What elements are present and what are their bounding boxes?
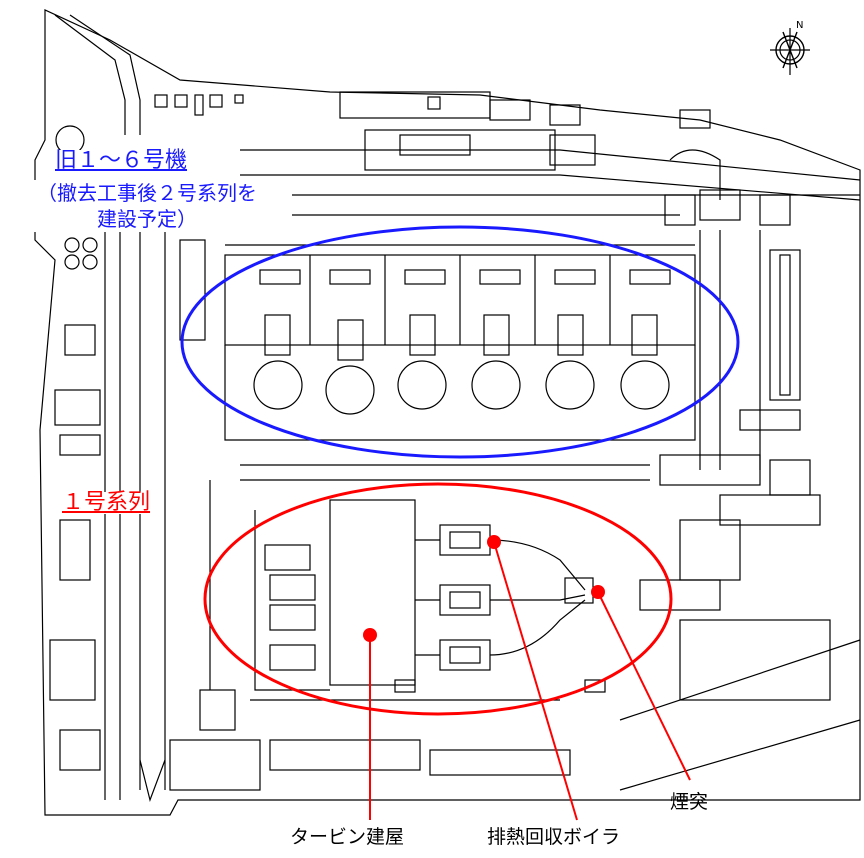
callout-hrsg	[487, 535, 578, 821]
svg-text:N: N	[796, 20, 803, 31]
old-units-note-line1: （撤去工事後２号系列を	[37, 181, 257, 205]
old-units-label: 旧１～６号機	[55, 148, 188, 173]
old-units-ellipse	[180, 225, 740, 459]
callout-turbine	[363, 628, 377, 820]
series1-label: １号系列	[62, 490, 151, 515]
old-units-note: （撤去工事後２号系列を 建設予定）	[2, 180, 292, 232]
plan-linework	[34, 9, 861, 816]
turbine-building-label: タービン建屋	[290, 826, 405, 848]
series1-ellipse	[203, 482, 673, 716]
old-units-note-line2: 建設予定）	[97, 207, 197, 231]
north-arrow-icon: N	[775, 20, 805, 69]
hrsg-label: 排熱回収ボイラ	[487, 826, 621, 848]
callout-chimney	[591, 585, 691, 781]
chimney-label: 煙突	[670, 791, 709, 813]
